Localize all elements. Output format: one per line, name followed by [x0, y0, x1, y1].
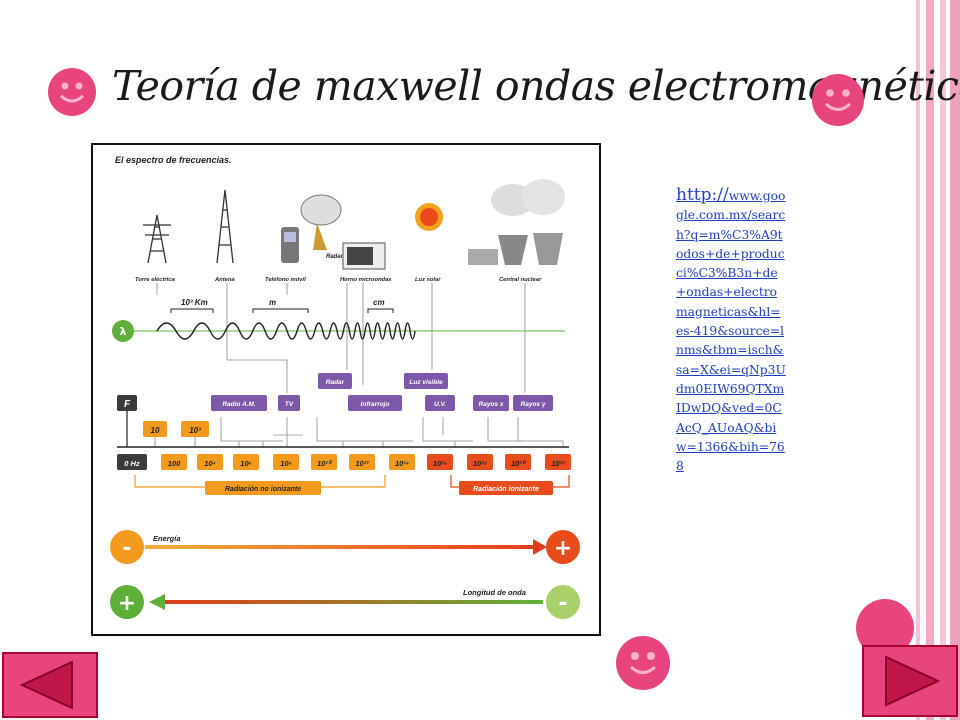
- antenna-icon: [216, 189, 234, 264]
- source-label: Luz solar: [415, 277, 441, 283]
- slide-title: Teoría de maxwell ondas electromagnética…: [112, 62, 960, 110]
- smiley-icon: [48, 68, 96, 116]
- frequency-scale: 0 Hz 100 10⁴ 10⁶ 10⁸ 10¹⁰ 10¹² 10¹⁴ 10¹⁶ 10¹⁸ 10²⁰…: [117, 454, 571, 470]
- wavelength-minus-badge: [546, 585, 580, 619]
- band-badge: [348, 395, 402, 411]
- smiley-icon: [616, 636, 670, 690]
- freq-scale-label: 10⁶: [240, 459, 251, 468]
- non-ionizing-badge: [205, 481, 321, 495]
- freq-scale-badge: [349, 454, 375, 470]
- freq-scale-label: 10¹²: [355, 459, 369, 468]
- freq-scale-badge: [467, 454, 493, 470]
- link-prefix[interactable]: http://: [676, 185, 729, 205]
- mobile-phone-icon: [281, 227, 299, 263]
- band-label: Luz visible: [409, 379, 443, 386]
- freq-scale-badge: [117, 454, 147, 470]
- microwave-oven-icon: [342, 242, 386, 270]
- freq-badge: [143, 421, 167, 437]
- freq-label: 10: [151, 426, 160, 435]
- wavelength-plus-badge: [110, 585, 144, 619]
- freq-scale-label: 10²²: [551, 459, 565, 468]
- freq-scale-badge: [311, 454, 337, 470]
- energy-label: Energía: [153, 534, 181, 543]
- band-label: Radar: [326, 379, 345, 386]
- wavelength-axis-label: Longitud de onda: [463, 588, 526, 597]
- freq-scale-label: 10¹⁶: [433, 459, 447, 468]
- freq-scale-badge: [389, 454, 415, 470]
- band-label: Rayos x: [479, 401, 504, 408]
- freq-scale-label: 100: [168, 459, 181, 468]
- freq-scale-badge: [161, 454, 187, 470]
- radar-source-label: Radar: [326, 254, 344, 260]
- decorative-circle-icon: [856, 599, 914, 657]
- freq-scale-label: 10⁸: [280, 459, 291, 468]
- freq-label: 10³: [189, 426, 201, 435]
- band-label: Infrarrojo: [361, 401, 390, 408]
- spectrum-figure: El espectro de frecuencias. Radar Torre …: [91, 143, 601, 636]
- band-label: U.V.: [434, 401, 446, 408]
- lambda-badge: [112, 320, 134, 342]
- freq-scale-label: 10¹⁸: [473, 459, 487, 468]
- band-label: TV: [285, 401, 294, 408]
- freq-scale-badge: [545, 454, 571, 470]
- freq-scale-label: 10⁴: [204, 459, 216, 468]
- band-badge: [513, 395, 553, 411]
- svg-text:+: +: [118, 591, 136, 616]
- source-label: Central nuclear: [499, 277, 542, 283]
- freq-scale-label: 10¹⁰: [317, 459, 333, 468]
- svg-text:+: +: [554, 536, 572, 561]
- ionizing-badge: [459, 481, 553, 495]
- freq-scale-label: 10¹⁴: [395, 459, 409, 468]
- smiley-icon: [812, 74, 864, 126]
- freq-badge: [181, 421, 209, 437]
- nuclear-plant-icon: [468, 179, 565, 265]
- ionizing-label: Radiación ionizante: [473, 486, 539, 493]
- svg-text:-: -: [558, 591, 567, 616]
- next-arrow-icon[interactable]: [862, 645, 958, 717]
- energy-plus-badge: [546, 530, 580, 564]
- freq-scale-badge: [233, 454, 259, 470]
- non-ionizing-label: Radiación no ionizante: [225, 486, 301, 493]
- freq-scale-badge: [505, 454, 531, 470]
- source-label: Teléfono móvil: [265, 277, 306, 283]
- spectrum-diagram: El espectro de frecuencias. Radar Torre …: [110, 155, 580, 619]
- energy-minus-badge: [110, 530, 144, 564]
- band-badge: [278, 395, 300, 411]
- wave-line: [156, 322, 416, 340]
- source-label: Horno microondas: [340, 277, 392, 283]
- band-badge: [211, 395, 267, 411]
- wavelength-label: 10³ Km: [181, 298, 208, 307]
- freq-scale-badge: [427, 454, 453, 470]
- band-label: Radio A.M.: [222, 401, 256, 408]
- freq-scale-badge: [197, 454, 223, 470]
- f-symbol: F: [124, 399, 131, 410]
- sun-icon: [415, 203, 443, 231]
- band-label: Rayos γ: [521, 401, 546, 408]
- wavelength-label: cm: [373, 298, 385, 307]
- band-badge: [318, 373, 352, 389]
- decorative-stripe: [916, 0, 920, 720]
- freq-scale-label: 10²⁰: [511, 459, 527, 468]
- wavelength-label: m: [269, 298, 276, 307]
- satellite-dish-icon: [300, 194, 342, 250]
- power-tower-icon: [143, 214, 171, 264]
- decorative-stripe: [926, 0, 934, 720]
- source-label: Antena: [214, 277, 235, 283]
- freq-scale-badge: [273, 454, 299, 470]
- svg-text:-: -: [122, 536, 131, 561]
- prev-arrow-icon[interactable]: [2, 652, 98, 718]
- band-badge: [404, 373, 448, 389]
- source-label: Torre eléctrica: [135, 277, 176, 283]
- spectrum-heading: El espectro de frecuencias.: [115, 155, 232, 165]
- band-badge: [473, 395, 509, 411]
- lambda-symbol: λ: [120, 325, 127, 338]
- decorative-stripe: [940, 0, 946, 720]
- decorative-stripe: [950, 0, 960, 720]
- band-badge: [425, 395, 455, 411]
- f-badge: [117, 395, 137, 411]
- freq-scale-label: 0 Hz: [124, 459, 140, 468]
- source-link[interactable]: http://www.google.com.mx/search?q=m%C3%A…: [676, 186, 786, 475]
- link-url[interactable]: www.google.com.mx/search?q=m%C3%A9todos+…: [676, 189, 786, 474]
